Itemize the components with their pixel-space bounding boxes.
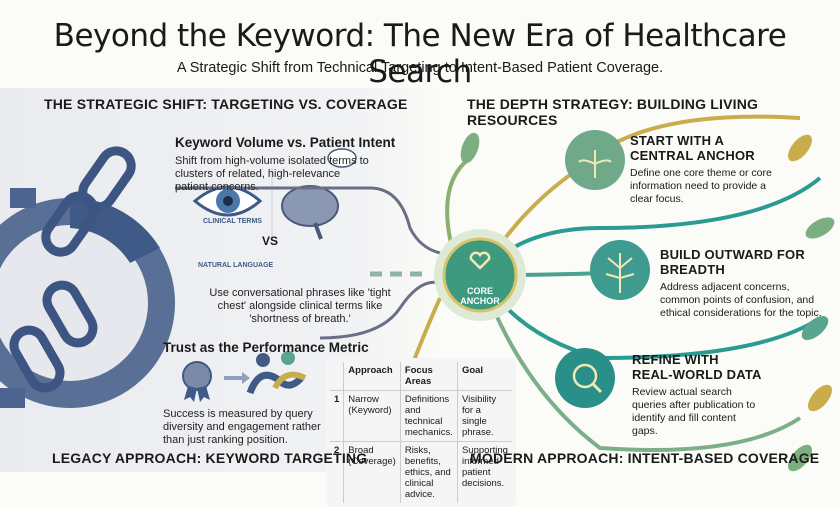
- trust-title: Trust as the Performance Metric: [163, 340, 369, 355]
- keyword-caption: Use conversational phrases like 'tight c…: [209, 287, 391, 325]
- core-anchor-label: CORE ANCHOR: [460, 286, 500, 306]
- keyword-title: Keyword Volume vs. Patient Intent: [175, 135, 396, 150]
- core-anchor: [442, 237, 518, 313]
- modern-approach-footer: MODERN APPROACH: INTENT-BASED COVERAGE: [470, 450, 820, 466]
- data-analysis-icon: [555, 348, 615, 408]
- natural-language-label: NATURAL LANGUAGE: [198, 262, 274, 269]
- leaf-decorations: [460, 132, 835, 472]
- trust-text: Success is measured by query diversity a…: [163, 408, 321, 446]
- illustration-layer: [0, 114, 835, 472]
- page-subtitle: A Strategic Shift from Technical Targeti…: [176, 60, 664, 76]
- brain-icon: [281, 148, 357, 240]
- legacy-approach-footer: LEGACY APPROACH: KEYWORD TARGETING: [52, 450, 368, 466]
- vs-label: VS: [262, 234, 279, 248]
- page-title: Beyond the Keyword: The New Era of Healt…: [53, 18, 787, 90]
- clinical-terms-label: CLINICAL TERMS: [203, 218, 262, 225]
- right-section-heading: THE DEPTH STRATEGY: BUILDING LIVING RESO…: [467, 96, 759, 128]
- badge-icon: [182, 361, 212, 402]
- eye-icon: [192, 185, 263, 217]
- heart-icon: [469, 251, 491, 270]
- broken-chain-icon: [9, 146, 136, 393]
- handshake-icon: [246, 351, 307, 395]
- gear-icon: [0, 188, 175, 408]
- keyword-text: Shift from high-volume isolated terms to…: [175, 155, 369, 193]
- left-section-heading: THE STRATEGIC SHIFT: TARGETING VS. COVER…: [44, 96, 408, 112]
